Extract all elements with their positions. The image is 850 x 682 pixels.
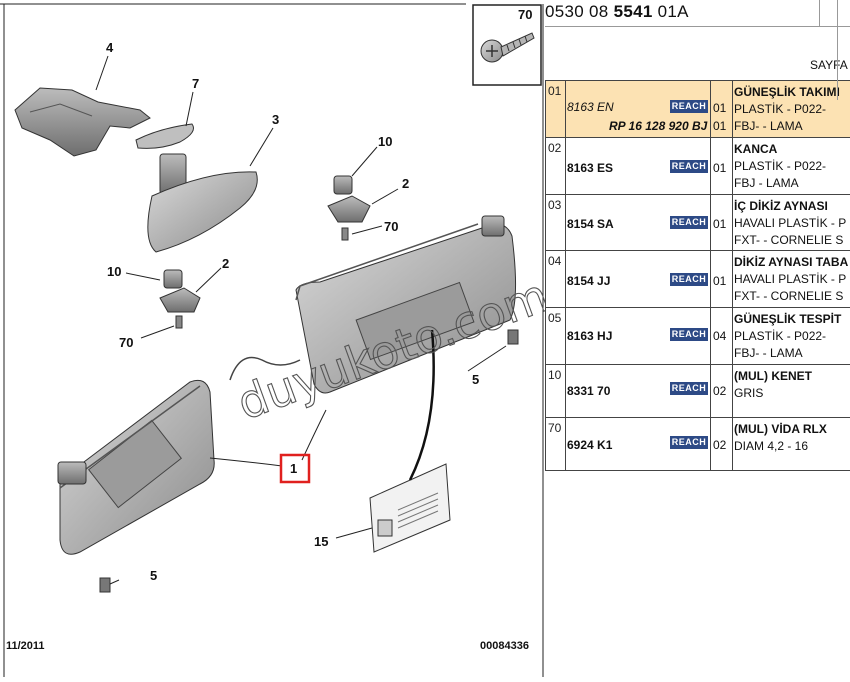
reach-badge: REACH [670, 436, 708, 449]
callout-2-upper: 2 [402, 176, 409, 191]
reach-badge: REACH [670, 100, 708, 113]
row-index: 01 [548, 84, 562, 98]
part-desc-1: GRIS [734, 386, 764, 400]
part-title: KANCA [734, 142, 778, 156]
row-index: 70 [548, 421, 562, 435]
exploded-parts-diagram: 70 4 7 3 10 2 70 10 2 70 [0, 3, 556, 677]
qty: 01 [713, 101, 727, 115]
warning-label-part-icon [369, 463, 451, 553]
callout-15: 15 [314, 534, 328, 549]
ref-suffix: 01A [652, 2, 689, 21]
part-title: GÜNEŞLİK TAKIMI [734, 85, 840, 99]
part-title: İÇ DİKİZ AYNASI [734, 199, 828, 213]
mirror-base-part-icon [14, 87, 151, 157]
part-code: 8163 HJ [567, 329, 613, 343]
part-code: 8154 SA [567, 217, 614, 231]
diagram-canvas: 70 4 7 3 10 2 70 10 2 70 [0, 3, 556, 677]
part-desc-1: HAVALI PLASTİK - P [734, 216, 847, 230]
callout-5-left: 5 [150, 568, 157, 583]
part-desc-2: FBJ - LAMA [734, 176, 799, 190]
screw-qty-label: 70 [518, 7, 532, 22]
callout-7: 7 [192, 76, 199, 91]
part-code: 8154 JJ [567, 274, 611, 288]
reach-badge: REACH [670, 160, 708, 173]
document-number: 00084336 [480, 640, 529, 652]
sun-visor-right-part-icon [295, 215, 519, 394]
page-label: SAYFA [810, 58, 848, 72]
hook-clip-upper-right-icon [327, 175, 371, 241]
part-title: GÜNEŞLİK TESPİT [734, 312, 842, 326]
row-index: 05 [548, 311, 562, 325]
part-desc-1: PLASTİK - P022- [734, 102, 827, 116]
parts-list-panel: 0530 08 5541 01A SAYFA 01 8163 EN RP 16 … [545, 0, 850, 677]
ref-prefix: 0530 08 [545, 2, 614, 21]
part-desc-2: FXT- - CORNELIE S [734, 233, 844, 247]
part-desc-2: FXT- - CORNELIE S [734, 289, 844, 303]
part-desc-1: PLASTİK - P022- [734, 159, 827, 173]
row-index: 02 [548, 141, 562, 155]
qty: 01 [713, 217, 727, 231]
part-code: 8163 ES [567, 161, 614, 175]
part-code: 8331 70 [567, 384, 611, 398]
qty: 04 [713, 329, 727, 343]
reach-badge: REACH [670, 382, 708, 395]
part-row-70[interactable]: 70 6924 K1 REACH 02 (MUL) VİDA RLX DIAM 4… [545, 417, 850, 471]
reach-badge: REACH [670, 328, 708, 341]
part-row-03[interactable]: 03 8154 SA REACH 01 İÇ DİKİZ AYNASI HAVAL… [545, 194, 850, 250]
screw-icon [480, 32, 535, 63]
gasket-part-icon [135, 123, 194, 149]
part-row-10[interactable]: 10 8331 70 REACH 02 (MUL) KENET GRIS [545, 364, 850, 417]
callout-4: 4 [106, 40, 114, 55]
row-index: 10 [548, 368, 562, 382]
callout-10-left: 10 [107, 264, 121, 279]
part-title: (MUL) KENET [734, 369, 812, 383]
callout-5-right: 5 [472, 372, 479, 387]
callout-1-highlight-box [279, 453, 311, 484]
callout-10-upper: 10 [378, 134, 392, 149]
revision-date: 11/2011 [6, 640, 45, 652]
part-row-01[interactable]: 01 8163 EN RP 16 128 920 BJ REACH 01 01 … [545, 80, 850, 137]
reach-badge: REACH [670, 216, 708, 229]
part-desc-2: FBJ- - LAMA [734, 119, 803, 133]
part-desc-2: FBJ- - LAMA [734, 346, 803, 360]
part-code: 8163 EN [567, 100, 614, 114]
sun-visor-left-part-icon [57, 379, 215, 593]
part-row-02[interactable]: 02 8163 ES REACH 01 KANCA PLASTİK - P022-… [545, 137, 850, 194]
callout-70-upper: 70 [384, 219, 398, 234]
part-desc-1: DIAM 4,2 - 16 [734, 439, 809, 453]
hook-clip-left-icon [159, 269, 201, 329]
rear-view-mirror-part-icon [147, 153, 258, 253]
callout-70-left: 70 [119, 335, 133, 350]
row-index: 03 [548, 198, 562, 212]
row-index: 04 [548, 254, 562, 268]
callout-3: 3 [272, 112, 279, 127]
part-row-05[interactable]: 05 8163 HJ REACH 04 GÜNEŞLİK TESPİT PLAST… [545, 307, 850, 364]
part-reference-header: 0530 08 5541 01A [545, 2, 689, 26]
callout-1: 1 [290, 461, 297, 476]
part-title: (MUL) VİDA RLX [734, 422, 827, 436]
part-title: DİKİZ AYNASI TABA [734, 255, 849, 269]
part-row-04[interactable]: 04 8154 JJ REACH 01 DİKİZ AYNASI TABA HAV… [545, 250, 850, 307]
qty: 02 [713, 438, 727, 452]
screw-inset-box [472, 4, 542, 86]
ref-key: 5541 [613, 2, 653, 21]
qty: 01 [713, 161, 727, 175]
part-desc-1: PLASTİK - P022- [734, 329, 827, 343]
qty-2: 01 [713, 119, 727, 133]
part-desc-1: HAVALI PLASTİK - P [734, 272, 847, 286]
part-rp-number: RP 16 128 920 BJ [609, 119, 708, 133]
reach-badge: REACH [670, 273, 708, 286]
callout-2-left: 2 [222, 256, 229, 271]
qty: 02 [713, 384, 727, 398]
qty: 01 [713, 274, 727, 288]
part-code: 6924 K1 [567, 438, 613, 452]
